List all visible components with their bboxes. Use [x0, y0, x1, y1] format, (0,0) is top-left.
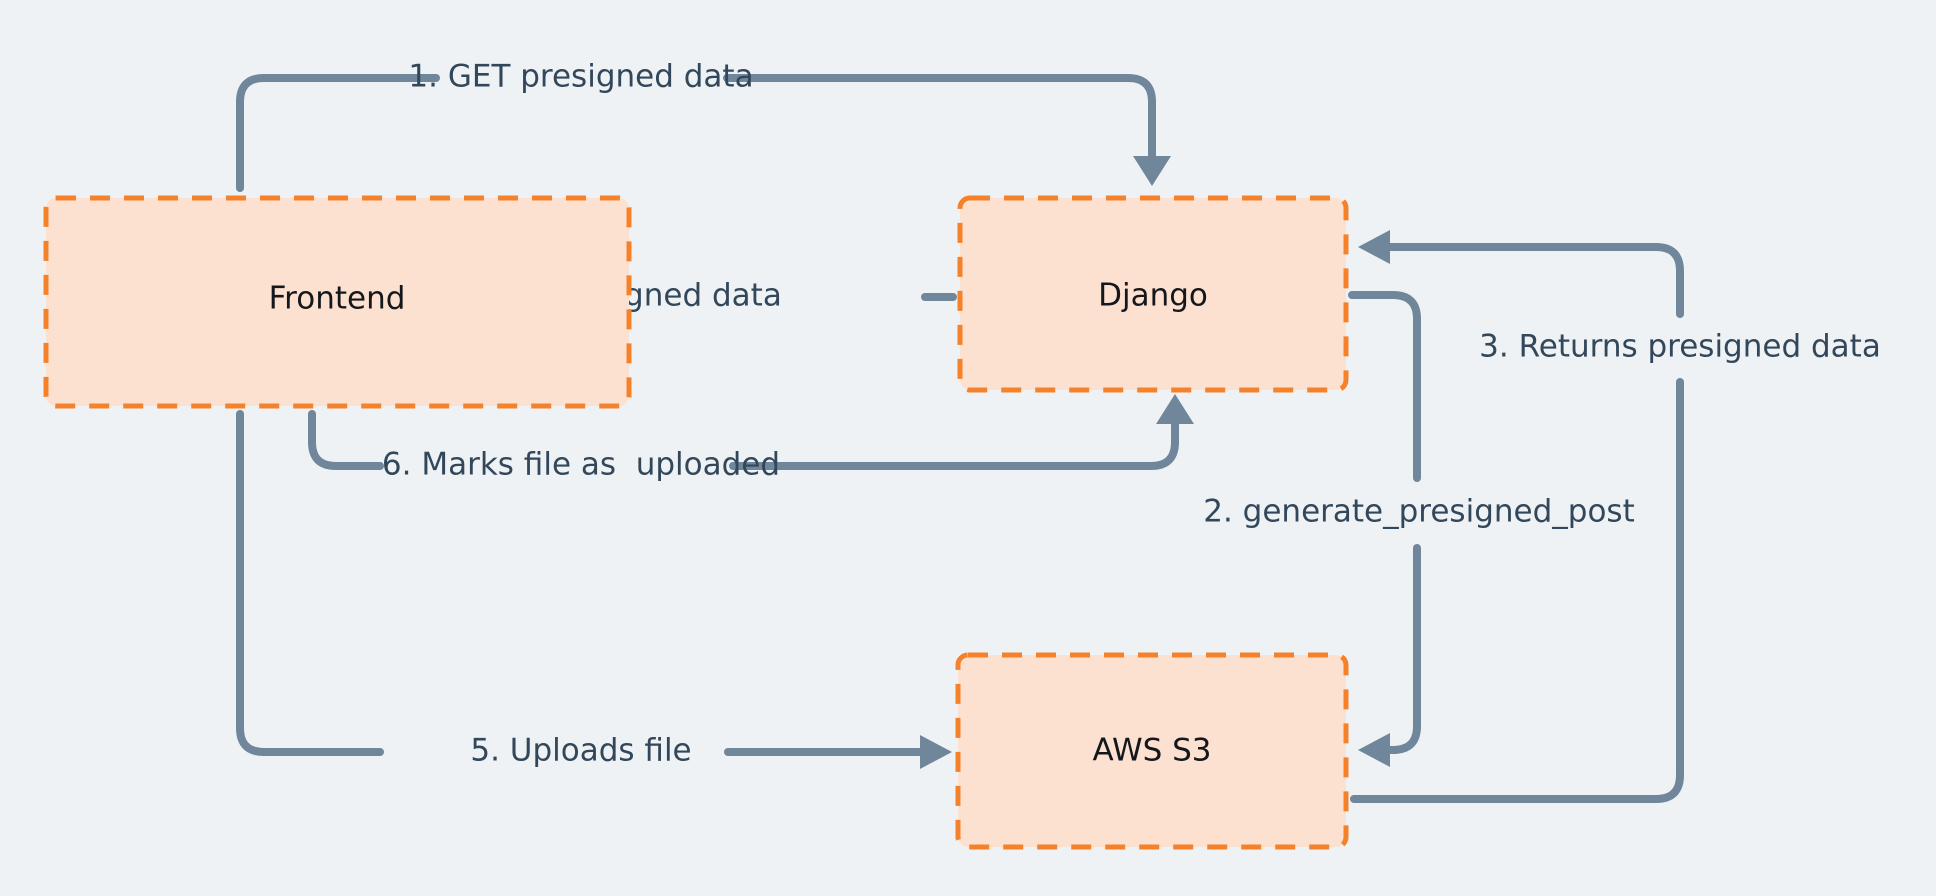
node-django[interactable]: Django: [957, 195, 1349, 393]
edge-2-path-bottom: [1378, 544, 1421, 754]
edge-6-path-left: [308, 410, 384, 470]
edge-2-arrowhead-left: [1358, 733, 1390, 767]
edge-3-arrowhead-left: [1358, 230, 1390, 264]
node-django-box[interactable]: [957, 195, 1349, 393]
edge-6-path-right: [729, 418, 1179, 470]
node-aws-s3-box[interactable]: [955, 652, 1349, 850]
node-frontend[interactable]: Frontend: [43, 195, 632, 409]
edge-2-label: 2. generate_presigned_post: [1203, 494, 1634, 530]
edge-6-label: 6. Marks file as uploaded: [382, 447, 780, 483]
edge-3-returns-presigned-data: 3. Returns presigned data: [1350, 230, 1881, 803]
edge-6-marks-file-as-uploaded: 6. Marks file as uploaded: [308, 394, 1194, 483]
edge-2-generate-presigned-post: 2. generate_presigned_post: [1203, 291, 1635, 767]
node-frontend-label: Frontend: [269, 281, 406, 317]
edge-3-path-bottom: [1350, 378, 1684, 803]
edge-3-label: 3. Returns presigned data: [1479, 329, 1881, 365]
edge-1-path: [236, 74, 440, 192]
node-aws-s3[interactable]: AWS S3: [955, 652, 1349, 850]
edge-1-path-right: [723, 74, 1156, 164]
edge-5-path-left: [236, 410, 384, 756]
edge-2-path-top: [1348, 291, 1421, 482]
edge-6-arrowhead-up: [1156, 394, 1194, 424]
edge-5-label: 5. Uploads file: [470, 733, 691, 769]
node-aws-s3-label: AWS S3: [1092, 733, 1211, 769]
edge-3-path-top: [1378, 243, 1684, 318]
edge-1-arrowhead-down: [1133, 156, 1171, 186]
edge-5-uploads-file: 5. Uploads file: [236, 410, 952, 769]
edge-5-arrowhead-right: [920, 735, 952, 769]
edge-1-get-presigned-data: 1. GET presigned data: [236, 59, 1171, 192]
node-django-label: Django: [1098, 278, 1208, 314]
node-frontend-box[interactable]: [43, 195, 632, 409]
edge-1-label: 1. GET presigned data: [408, 59, 753, 95]
